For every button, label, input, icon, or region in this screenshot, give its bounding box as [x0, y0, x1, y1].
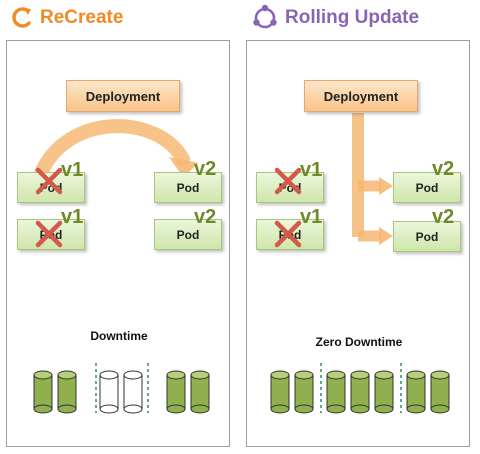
recreate-panel: Deployment Pod v1 Pod v1 Pod v2 Pod v2 D… [6, 40, 230, 447]
rolling-arrowhead-1 [379, 177, 393, 195]
rolling-title: Rolling Update [251, 4, 419, 32]
rolling-new-pod-1-version: v2 [432, 158, 455, 180]
recreate-old-pod-1-version: v1 [61, 159, 84, 181]
rotating-dots-icon [253, 4, 277, 29]
recreate-new-pod-1-version: v2 [194, 158, 217, 180]
remove-x-icon [274, 220, 302, 248]
cylinder [294, 370, 314, 414]
rolling-old-pod-1-version: v1 [300, 159, 323, 181]
empty-cylinder [123, 370, 143, 414]
cylinder [33, 370, 53, 414]
rolling-zero-downtime-cylinders [270, 363, 450, 414]
recreate-title: ReCreate [10, 4, 123, 32]
rolling-deployment-box: Deployment [304, 80, 418, 112]
cylinder [406, 370, 426, 414]
rolling-old-pod-2: Pod [256, 219, 324, 250]
recreate-deployment-box: Deployment [66, 80, 180, 112]
cylinder [190, 370, 210, 414]
recreate-arrowhead [169, 157, 199, 177]
rolling-new-pod-1: Pod [393, 172, 461, 203]
remove-x-icon [274, 167, 302, 195]
rolling-title-text: Rolling Update [285, 7, 420, 28]
recreate-old-pod-2-version: v1 [61, 206, 84, 228]
recreate-caption: Downtime [90, 329, 148, 343]
cylinder [166, 370, 186, 414]
recreate-title-text: ReCreate [40, 7, 124, 28]
empty-cylinder [99, 370, 119, 414]
recreate-arrows [33, 119, 210, 414]
recreate-downtime-cylinders [33, 363, 210, 414]
remove-x-icon [35, 167, 63, 195]
recreate-new-pod-2-version: v2 [194, 206, 217, 228]
rolling-arrows [270, 113, 450, 414]
recreate-new-pod-1: Pod [154, 172, 222, 203]
cylinder [270, 370, 290, 414]
rolling-new-pod-2-version: v2 [432, 206, 455, 228]
rolling-arrowhead-2 [379, 227, 393, 245]
recreate-curved-arrow [34, 119, 190, 180]
cylinder [57, 370, 77, 414]
cylinder [326, 370, 346, 414]
rolling-panel: Deployment Pod v1 Pod v1 Pod v2 Pod v2 Z… [246, 40, 470, 447]
rolling-caption: Zero Downtime [315, 335, 403, 349]
rolling-new-pod-2: Pod [393, 221, 461, 252]
remove-x-icon [35, 220, 63, 248]
recreate-new-pod-2: Pod [154, 219, 222, 250]
cylinder [430, 370, 450, 414]
circular-arrow-icon [12, 7, 31, 28]
rolling-old-pod-2-version: v1 [300, 206, 323, 228]
cylinder [350, 370, 370, 414]
cylinder [374, 370, 394, 414]
